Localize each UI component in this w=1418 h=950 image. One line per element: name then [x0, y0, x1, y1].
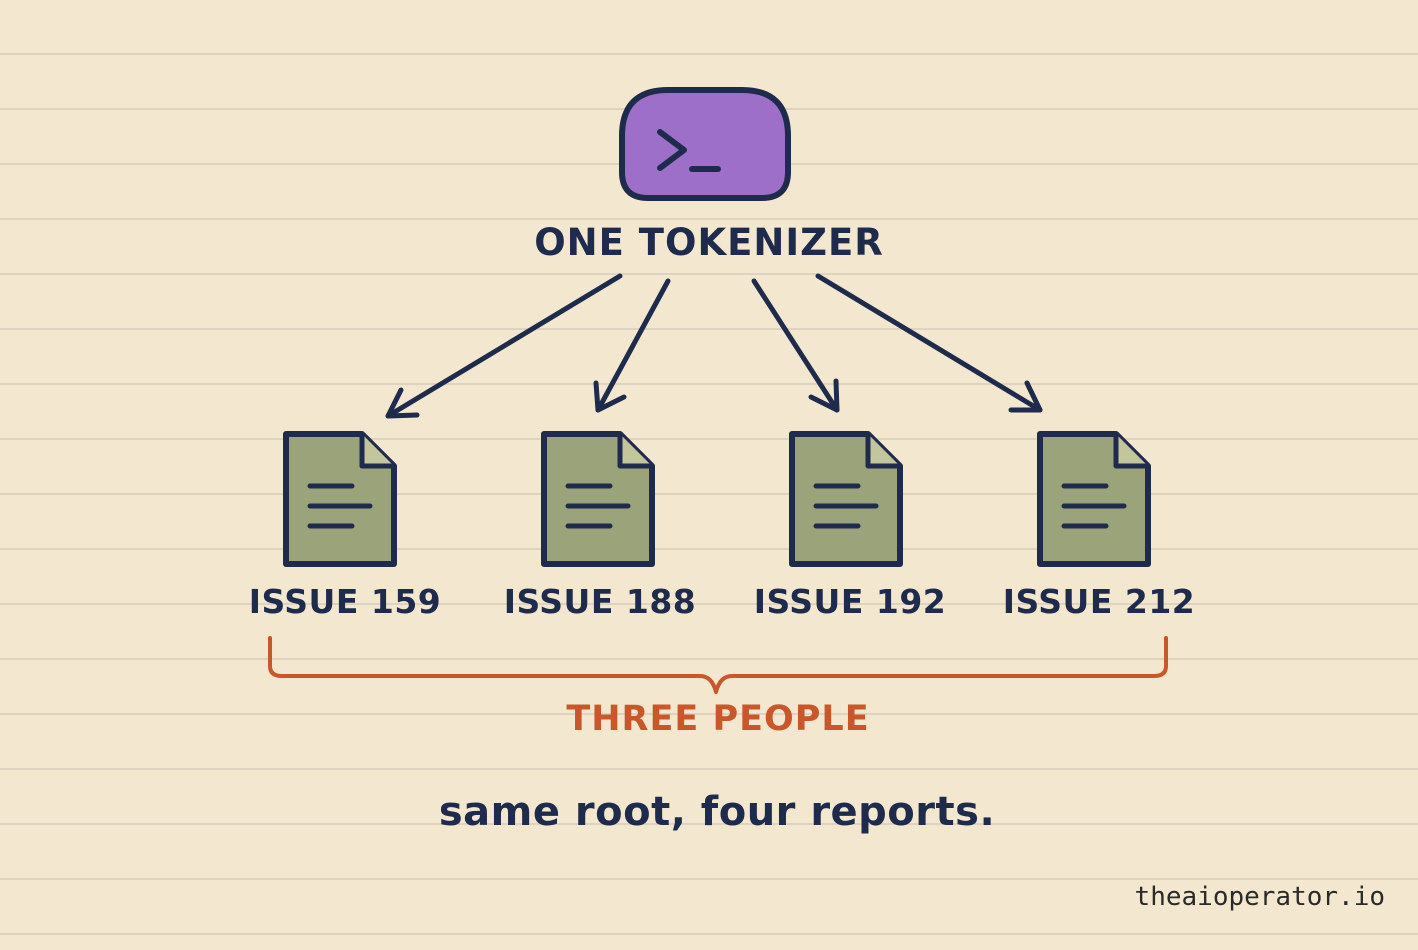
arrow-to-issue-159	[385, 273, 623, 419]
document-icon	[789, 431, 903, 567]
issue-label: ISSUE 159	[248, 582, 442, 621]
issue-label: ISSUE 212	[1002, 582, 1196, 621]
group-label: THREE PEOPLE	[566, 699, 870, 739]
document-icon	[1037, 431, 1151, 567]
arrow-to-issue-192	[751, 278, 840, 413]
brand-watermark: theaioperator.io	[1134, 882, 1385, 912]
issue-label: ISSUE 188	[503, 582, 697, 621]
document-icon	[541, 431, 655, 567]
issue-label: ISSUE 192	[753, 582, 947, 621]
arrow-to-issue-188	[593, 278, 671, 413]
grouping-brace	[268, 636, 1168, 694]
document-icon	[283, 431, 397, 567]
terminal-prompt-icon	[619, 87, 791, 201]
diagram-title: ONE TOKENIZER	[534, 221, 884, 264]
arrow-to-issue-212	[815, 273, 1043, 413]
caption: same root, four reports.	[438, 789, 996, 835]
